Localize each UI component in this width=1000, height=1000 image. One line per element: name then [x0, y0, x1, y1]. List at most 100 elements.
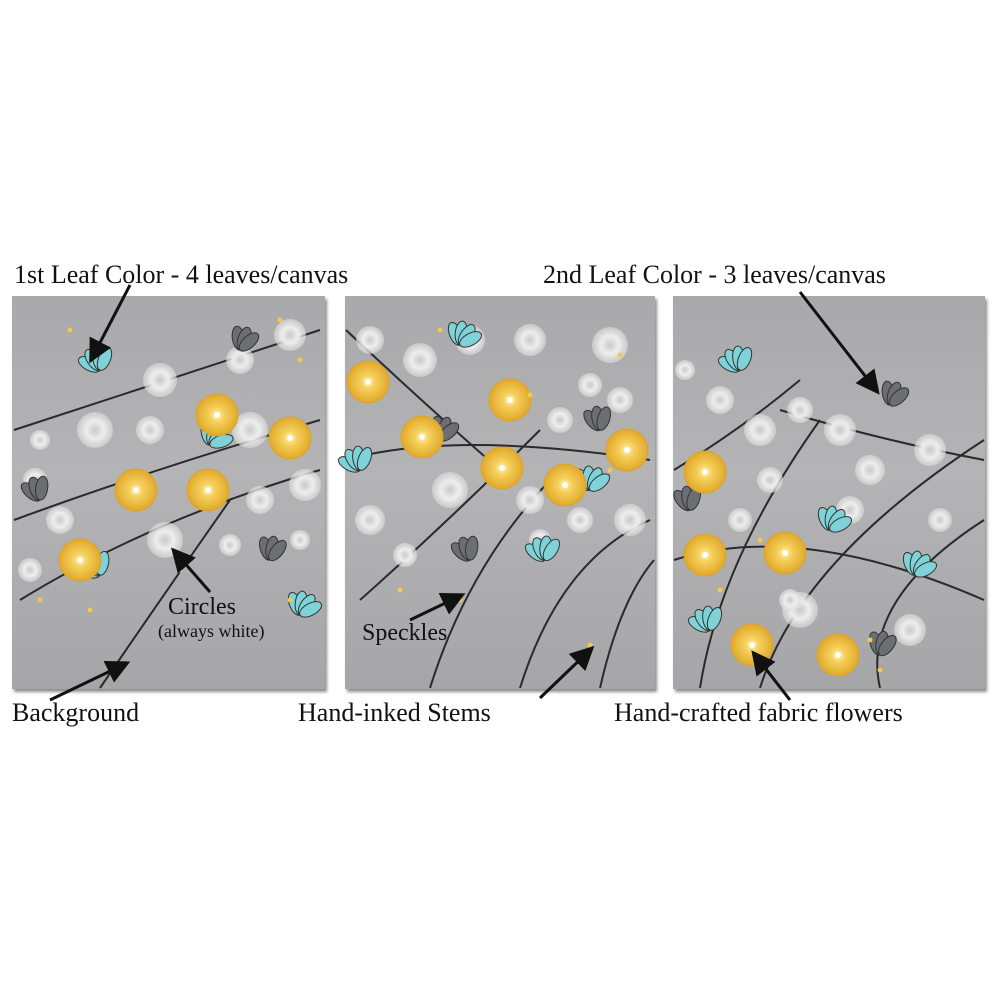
white-circle	[547, 407, 573, 433]
flower-center	[133, 487, 139, 493]
white-circle	[855, 455, 885, 485]
canvas-panel-left	[12, 296, 325, 689]
white-circle	[706, 386, 734, 414]
white-circle	[393, 543, 417, 567]
speckle	[717, 587, 723, 593]
flower-center	[782, 550, 788, 556]
label-background: Background	[12, 698, 140, 727]
white-circle	[46, 506, 74, 534]
flower-center	[702, 469, 708, 475]
white-circle	[894, 614, 926, 646]
label-speckles: Speckles	[362, 620, 448, 646]
flower-center	[499, 465, 505, 471]
speckle	[277, 317, 283, 323]
white-circle	[289, 469, 321, 501]
leaf	[588, 473, 611, 492]
flower-center	[419, 434, 425, 440]
flower-center	[702, 552, 708, 558]
stems-layer	[13, 329, 985, 689]
speckle	[437, 327, 443, 333]
speckle	[397, 587, 403, 593]
white-circle	[824, 414, 856, 446]
label-stems: Hand-inked Stems	[298, 698, 491, 727]
leaf	[464, 535, 479, 561]
label-circles-note: (always white)	[158, 621, 265, 641]
white-circle	[147, 522, 183, 558]
flowers-layer	[37, 317, 883, 677]
label-flowers: Hand-crafted fabric flowers	[614, 698, 903, 727]
white-circle	[614, 504, 646, 536]
arrow-speckles	[409, 592, 466, 622]
speckle	[87, 607, 93, 613]
leaf	[736, 347, 753, 371]
white-circle	[728, 508, 752, 532]
arrow-stems	[538, 645, 595, 700]
flower-center	[77, 557, 83, 563]
label-leaf1: 1st Leaf Color - 4 leaves/canvas	[14, 260, 349, 289]
white-circle	[516, 486, 544, 514]
leaf	[596, 406, 612, 431]
stem	[699, 419, 821, 689]
white-circle	[914, 434, 946, 466]
white-circle	[744, 414, 776, 446]
white-circle	[514, 324, 546, 356]
speckle	[177, 567, 183, 573]
arrow-leaf1	[89, 284, 132, 364]
white-circle	[143, 363, 177, 397]
flower-center	[214, 412, 220, 418]
circles-layer	[18, 319, 952, 646]
leaf	[542, 538, 561, 561]
white-circle	[18, 558, 42, 582]
white-circle	[578, 373, 602, 397]
stem	[359, 429, 541, 601]
arrow-flowers	[751, 650, 792, 701]
label-leaf2: 2nd Leaf Color - 3 leaves/canvas	[543, 260, 886, 289]
white-circle	[928, 508, 952, 532]
speckle	[607, 467, 613, 473]
leaf	[829, 516, 853, 533]
speckle	[757, 537, 763, 543]
leaf	[34, 475, 49, 501]
arrows-layer	[49, 284, 880, 702]
stem	[876, 519, 985, 689]
leaf	[914, 561, 938, 578]
flower-center	[365, 379, 371, 385]
speckle	[587, 642, 593, 648]
stem	[13, 329, 321, 431]
flower-center	[287, 435, 293, 441]
flower-center	[835, 652, 841, 658]
leaf	[238, 332, 260, 352]
white-circle	[592, 327, 628, 363]
leaves-layer	[20, 320, 938, 657]
white-circle	[607, 387, 633, 413]
white-circle	[30, 430, 50, 450]
speckle	[37, 597, 43, 603]
white-circle	[246, 486, 274, 514]
label-circles: Circles	[168, 594, 236, 620]
white-circle	[787, 397, 813, 423]
white-circle	[290, 530, 310, 550]
leaf	[459, 331, 483, 348]
leaf	[888, 387, 910, 407]
stem	[345, 444, 651, 461]
flower-center	[205, 487, 211, 493]
white-circle	[432, 472, 468, 508]
white-circle	[136, 416, 164, 444]
leaf	[706, 607, 723, 631]
flower-center	[562, 482, 568, 488]
white-circle	[77, 412, 113, 448]
white-circle	[356, 326, 384, 354]
speckle	[877, 667, 883, 673]
flower-center	[507, 397, 513, 403]
white-circle	[226, 346, 254, 374]
leaf	[299, 601, 323, 618]
arrow-leaf2	[798, 291, 880, 395]
leaf	[878, 634, 897, 657]
white-circle	[219, 534, 241, 556]
white-circle	[779, 589, 801, 611]
speckle	[297, 357, 303, 363]
arrow-circles	[171, 547, 212, 593]
speckle	[67, 327, 73, 333]
stem	[599, 559, 655, 689]
flower-center	[749, 642, 755, 648]
